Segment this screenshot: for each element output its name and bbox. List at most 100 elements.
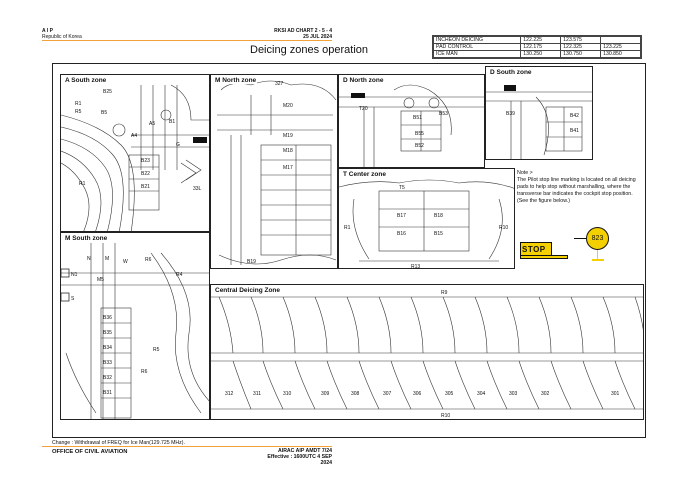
- svg-text:R13: R13: [411, 264, 420, 269]
- svg-text:M20: M20: [283, 103, 293, 109]
- svg-text:R10: R10: [441, 413, 450, 419]
- svg-text:301: 301: [611, 391, 620, 397]
- chart-date: 25 JUL 2024: [303, 34, 332, 40]
- panel-title: Central Deicing Zone: [214, 287, 282, 294]
- svg-text:N: N: [87, 256, 91, 262]
- chart-frame: [52, 63, 646, 438]
- amdt-text: AIRAC AIP AMDT 7/24: [278, 448, 332, 454]
- svg-text:312: 312: [225, 391, 234, 397]
- svg-text:R5: R5: [153, 347, 160, 353]
- svg-text:B51: B51: [413, 115, 422, 121]
- pad-stem: [597, 250, 598, 260]
- svg-text:B32: B32: [103, 375, 112, 381]
- svg-text:B39: B39: [506, 111, 515, 117]
- svg-text:B42: B42: [570, 113, 579, 119]
- svg-text:A5: A5: [149, 121, 155, 127]
- svg-text:B36: B36: [103, 315, 112, 321]
- svg-text:B21: B21: [141, 184, 150, 190]
- svg-text:B15: B15: [434, 231, 443, 237]
- svg-text:304: 304: [477, 391, 486, 397]
- svg-text:R1: R1: [79, 181, 86, 187]
- svg-text:B31: B31: [103, 390, 112, 396]
- pad-leader-line: [574, 238, 586, 239]
- chart-ref-text: RKSI AD CHART 2 - 5 - 4: [274, 28, 332, 34]
- stop-bar: [520, 255, 568, 259]
- svg-text:R6: R6: [141, 369, 148, 375]
- svg-text:B53: B53: [439, 111, 448, 117]
- note-heading: Note >: [517, 170, 533, 176]
- panel-title: M North zone: [214, 77, 258, 84]
- svg-text:A4: A4: [131, 133, 137, 139]
- effective-text: Effective : 1600UTC 4 SEP 2024: [267, 454, 332, 466]
- svg-text:R9: R9: [441, 290, 448, 296]
- svg-text:302: 302: [541, 391, 550, 397]
- svg-text:R10: R10: [499, 225, 508, 231]
- svg-text:B19: B19: [247, 259, 256, 265]
- change-note: Change : Withdrawal of FREQ for Ice Man(…: [52, 440, 185, 446]
- svg-text:B22: B22: [141, 171, 150, 177]
- svg-text:B1: B1: [169, 119, 175, 125]
- pad-number-badge: 823: [586, 227, 609, 250]
- svg-text:306: 306: [413, 391, 422, 397]
- svg-text:B23: B23: [141, 158, 150, 164]
- svg-text:M19: M19: [283, 133, 293, 139]
- svg-text:R6: R6: [145, 257, 152, 263]
- svg-text:N1: N1: [71, 272, 78, 278]
- svg-text:R5: R5: [75, 109, 82, 115]
- svg-text:308: 308: [351, 391, 360, 397]
- svg-text:B55: B55: [415, 131, 424, 137]
- svg-text:B17: B17: [397, 213, 406, 219]
- svg-text:307: 307: [383, 391, 392, 397]
- svg-text:M17: M17: [283, 165, 293, 171]
- svg-text:B41: B41: [570, 128, 579, 134]
- margin-mark: [640, 47, 642, 57]
- panel-title: A South zone: [64, 77, 108, 84]
- note-text: The Pilot stop line marking is located o…: [517, 177, 636, 204]
- svg-text:R4: R4: [176, 272, 183, 278]
- panel-title: T Center zone: [342, 171, 387, 178]
- panel-title: M South zone: [64, 235, 109, 242]
- svg-text:33L: 33L: [193, 186, 202, 192]
- svg-text:B52: B52: [415, 143, 424, 149]
- svg-text:T20: T20: [359, 106, 368, 112]
- svg-text:B33: B33: [103, 360, 112, 366]
- svg-text:R1: R1: [75, 101, 82, 107]
- svg-text:303: 303: [509, 391, 518, 397]
- svg-text:B35: B35: [103, 330, 112, 336]
- office-name: OFFICE OF CIVIL AVIATION: [52, 449, 128, 455]
- svg-text:R1: R1: [344, 225, 351, 231]
- svg-text:B16: B16: [397, 231, 406, 237]
- svg-text:B25: B25: [103, 89, 112, 95]
- svg-text:B18: B18: [434, 213, 443, 219]
- header-rule: [42, 40, 332, 42]
- svg-text:W: W: [123, 259, 128, 265]
- svg-text:M5: M5: [97, 277, 104, 283]
- panel-title: D North zone: [342, 77, 385, 84]
- country-text: Republic of Korea: [42, 34, 82, 40]
- svg-text:327: 327: [275, 81, 284, 87]
- svg-text:311: 311: [253, 391, 261, 397]
- svg-text:B5: B5: [101, 110, 107, 116]
- svg-text:309: 309: [321, 391, 330, 397]
- aip-text: A I P: [42, 28, 53, 34]
- pilot-note: Note > The Pilot stop line marking is lo…: [517, 170, 645, 205]
- svg-text:M: M: [105, 256, 109, 262]
